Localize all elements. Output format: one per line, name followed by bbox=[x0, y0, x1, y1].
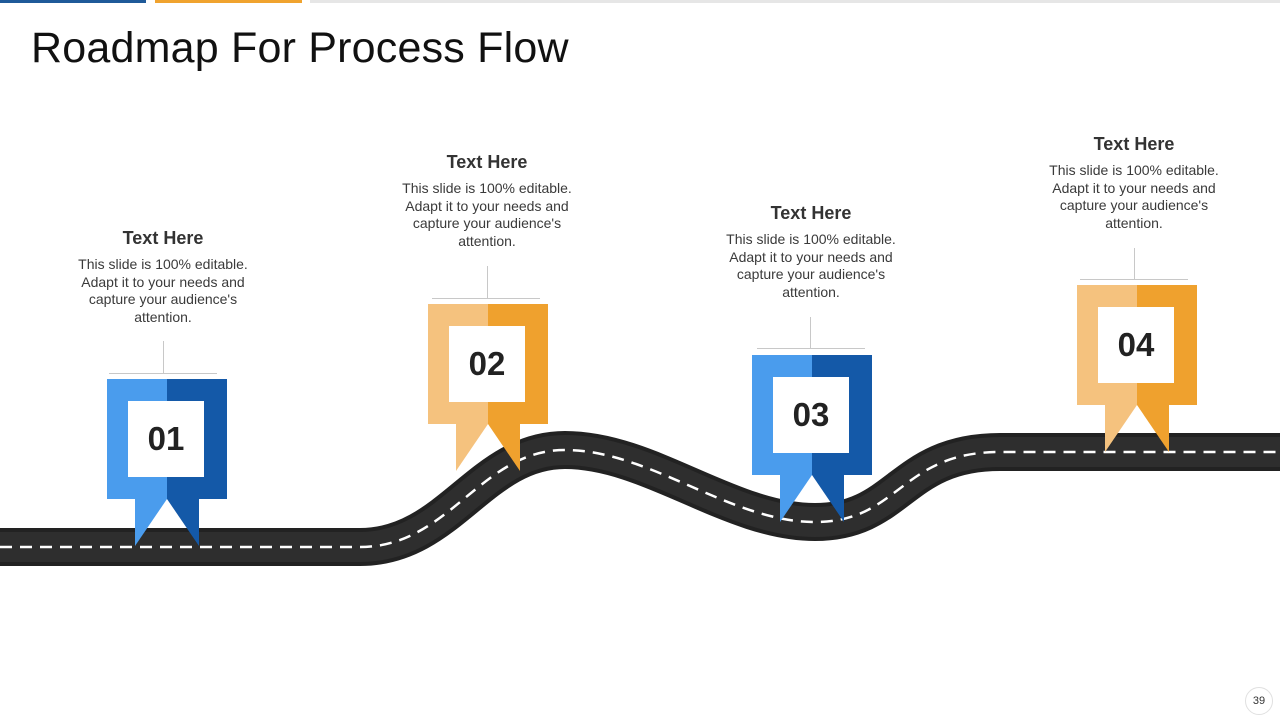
milestone-3-pointer-right bbox=[812, 475, 844, 522]
milestone-3-text: Text Here This slide is 100% editable. A… bbox=[721, 203, 901, 302]
milestone-1-connector-vertical bbox=[163, 341, 164, 373]
milestone-3-number: 03 bbox=[773, 377, 849, 453]
top-accent-blue-bar bbox=[0, 0, 146, 3]
milestone-3-marker: 03 bbox=[752, 355, 872, 530]
milestone-1-number: 01 bbox=[128, 401, 204, 477]
milestone-4-pointer-right bbox=[1137, 405, 1169, 452]
milestone-4-pointer-left bbox=[1105, 405, 1137, 452]
milestone-2-heading: Text Here bbox=[446, 152, 528, 172]
top-accent-orange-bar bbox=[155, 0, 302, 3]
page-number-badge: 39 bbox=[1245, 687, 1273, 715]
milestone-2-connector-horizontal bbox=[432, 298, 540, 299]
milestone-4-text: Text Here This slide is 100% editable. A… bbox=[1044, 134, 1224, 233]
milestone-2-number: 02 bbox=[449, 326, 525, 402]
milestone-2-description: This slide is 100% editable. Adapt it to… bbox=[402, 180, 572, 250]
milestone-1-heading: Text Here bbox=[122, 228, 204, 248]
milestone-1-marker: 01 bbox=[107, 379, 227, 554]
milestone-4-description: This slide is 100% editable. Adapt it to… bbox=[1049, 162, 1219, 232]
milestone-1-description: This slide is 100% editable. Adapt it to… bbox=[78, 256, 248, 326]
milestone-4-number: 04 bbox=[1098, 307, 1174, 383]
milestone-4-connector-vertical bbox=[1134, 248, 1135, 280]
milestone-4-connector-horizontal bbox=[1080, 279, 1188, 280]
milestone-1-pointer-left bbox=[135, 499, 167, 546]
milestone-3-pointer-left bbox=[780, 475, 812, 522]
slide-title: Roadmap For Process Flow bbox=[31, 24, 569, 72]
milestone-3-connector-horizontal bbox=[757, 348, 865, 349]
milestone-2-connector-vertical bbox=[487, 266, 488, 298]
milestone-1-text: Text Here This slide is 100% editable. A… bbox=[73, 228, 253, 327]
top-divider-line bbox=[310, 0, 1280, 3]
milestone-4-marker: 04 bbox=[1077, 285, 1197, 460]
road-center-stripe bbox=[0, 448, 1280, 549]
milestone-2-pointer-right bbox=[488, 424, 520, 471]
milestone-1-connector-horizontal bbox=[109, 373, 217, 374]
milestone-2-pointer-left bbox=[456, 424, 488, 471]
milestone-1-pointer-right bbox=[167, 499, 199, 546]
milestone-4-heading: Text Here bbox=[1093, 134, 1175, 154]
milestone-3-heading: Text Here bbox=[770, 203, 852, 223]
milestone-2-text: Text Here This slide is 100% editable. A… bbox=[397, 152, 577, 251]
milestone-3-description: This slide is 100% editable. Adapt it to… bbox=[726, 231, 896, 301]
milestone-2-marker: 02 bbox=[428, 304, 548, 479]
milestone-3-connector-vertical bbox=[810, 317, 811, 349]
